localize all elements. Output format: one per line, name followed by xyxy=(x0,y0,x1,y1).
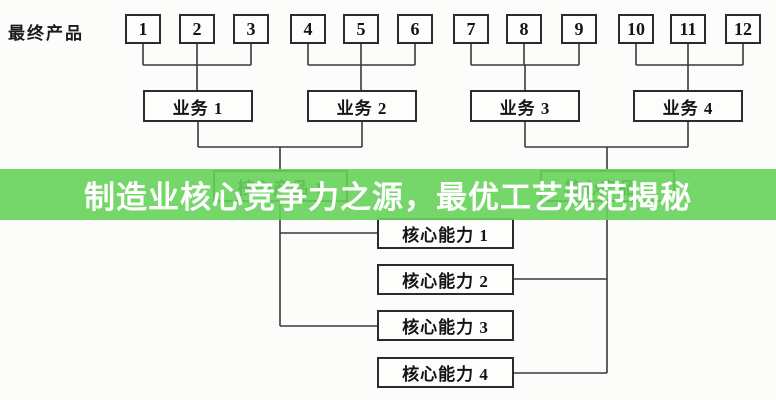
product-box-10: 10 xyxy=(618,14,654,44)
competency-box-3: 核心能力 3 xyxy=(377,310,514,341)
headline-banner: 制造业核心竞争力之源，最优工艺规范揭秘 xyxy=(0,169,776,220)
product-box-9: 9 xyxy=(561,14,597,44)
product-box-12: 12 xyxy=(725,14,761,44)
business-box-4: 业务 4 xyxy=(633,90,743,122)
product-box-4: 4 xyxy=(290,14,326,44)
product-box-3: 3 xyxy=(233,14,269,44)
competency-box-1: 核心能力 1 xyxy=(377,218,514,249)
product-box-6: 6 xyxy=(397,14,433,44)
business-box-1: 业务 1 xyxy=(143,90,253,122)
competency-box-4: 核心能力 4 xyxy=(377,357,514,388)
product-box-11: 11 xyxy=(670,14,706,44)
product-box-8: 8 xyxy=(506,14,542,44)
competency-box-2: 核心能力 2 xyxy=(377,264,514,295)
product-box-5: 5 xyxy=(343,14,379,44)
product-box-1: 1 xyxy=(125,14,161,44)
headline-text: 制造业核心竞争力之源，最优工艺规范揭秘 xyxy=(84,180,692,215)
business-box-3: 业务 3 xyxy=(470,90,580,122)
final-products-row-label: 最终产品 xyxy=(8,24,84,43)
product-box-2: 2 xyxy=(179,14,215,44)
business-box-2: 业务 2 xyxy=(307,90,417,122)
product-box-7: 7 xyxy=(453,14,489,44)
